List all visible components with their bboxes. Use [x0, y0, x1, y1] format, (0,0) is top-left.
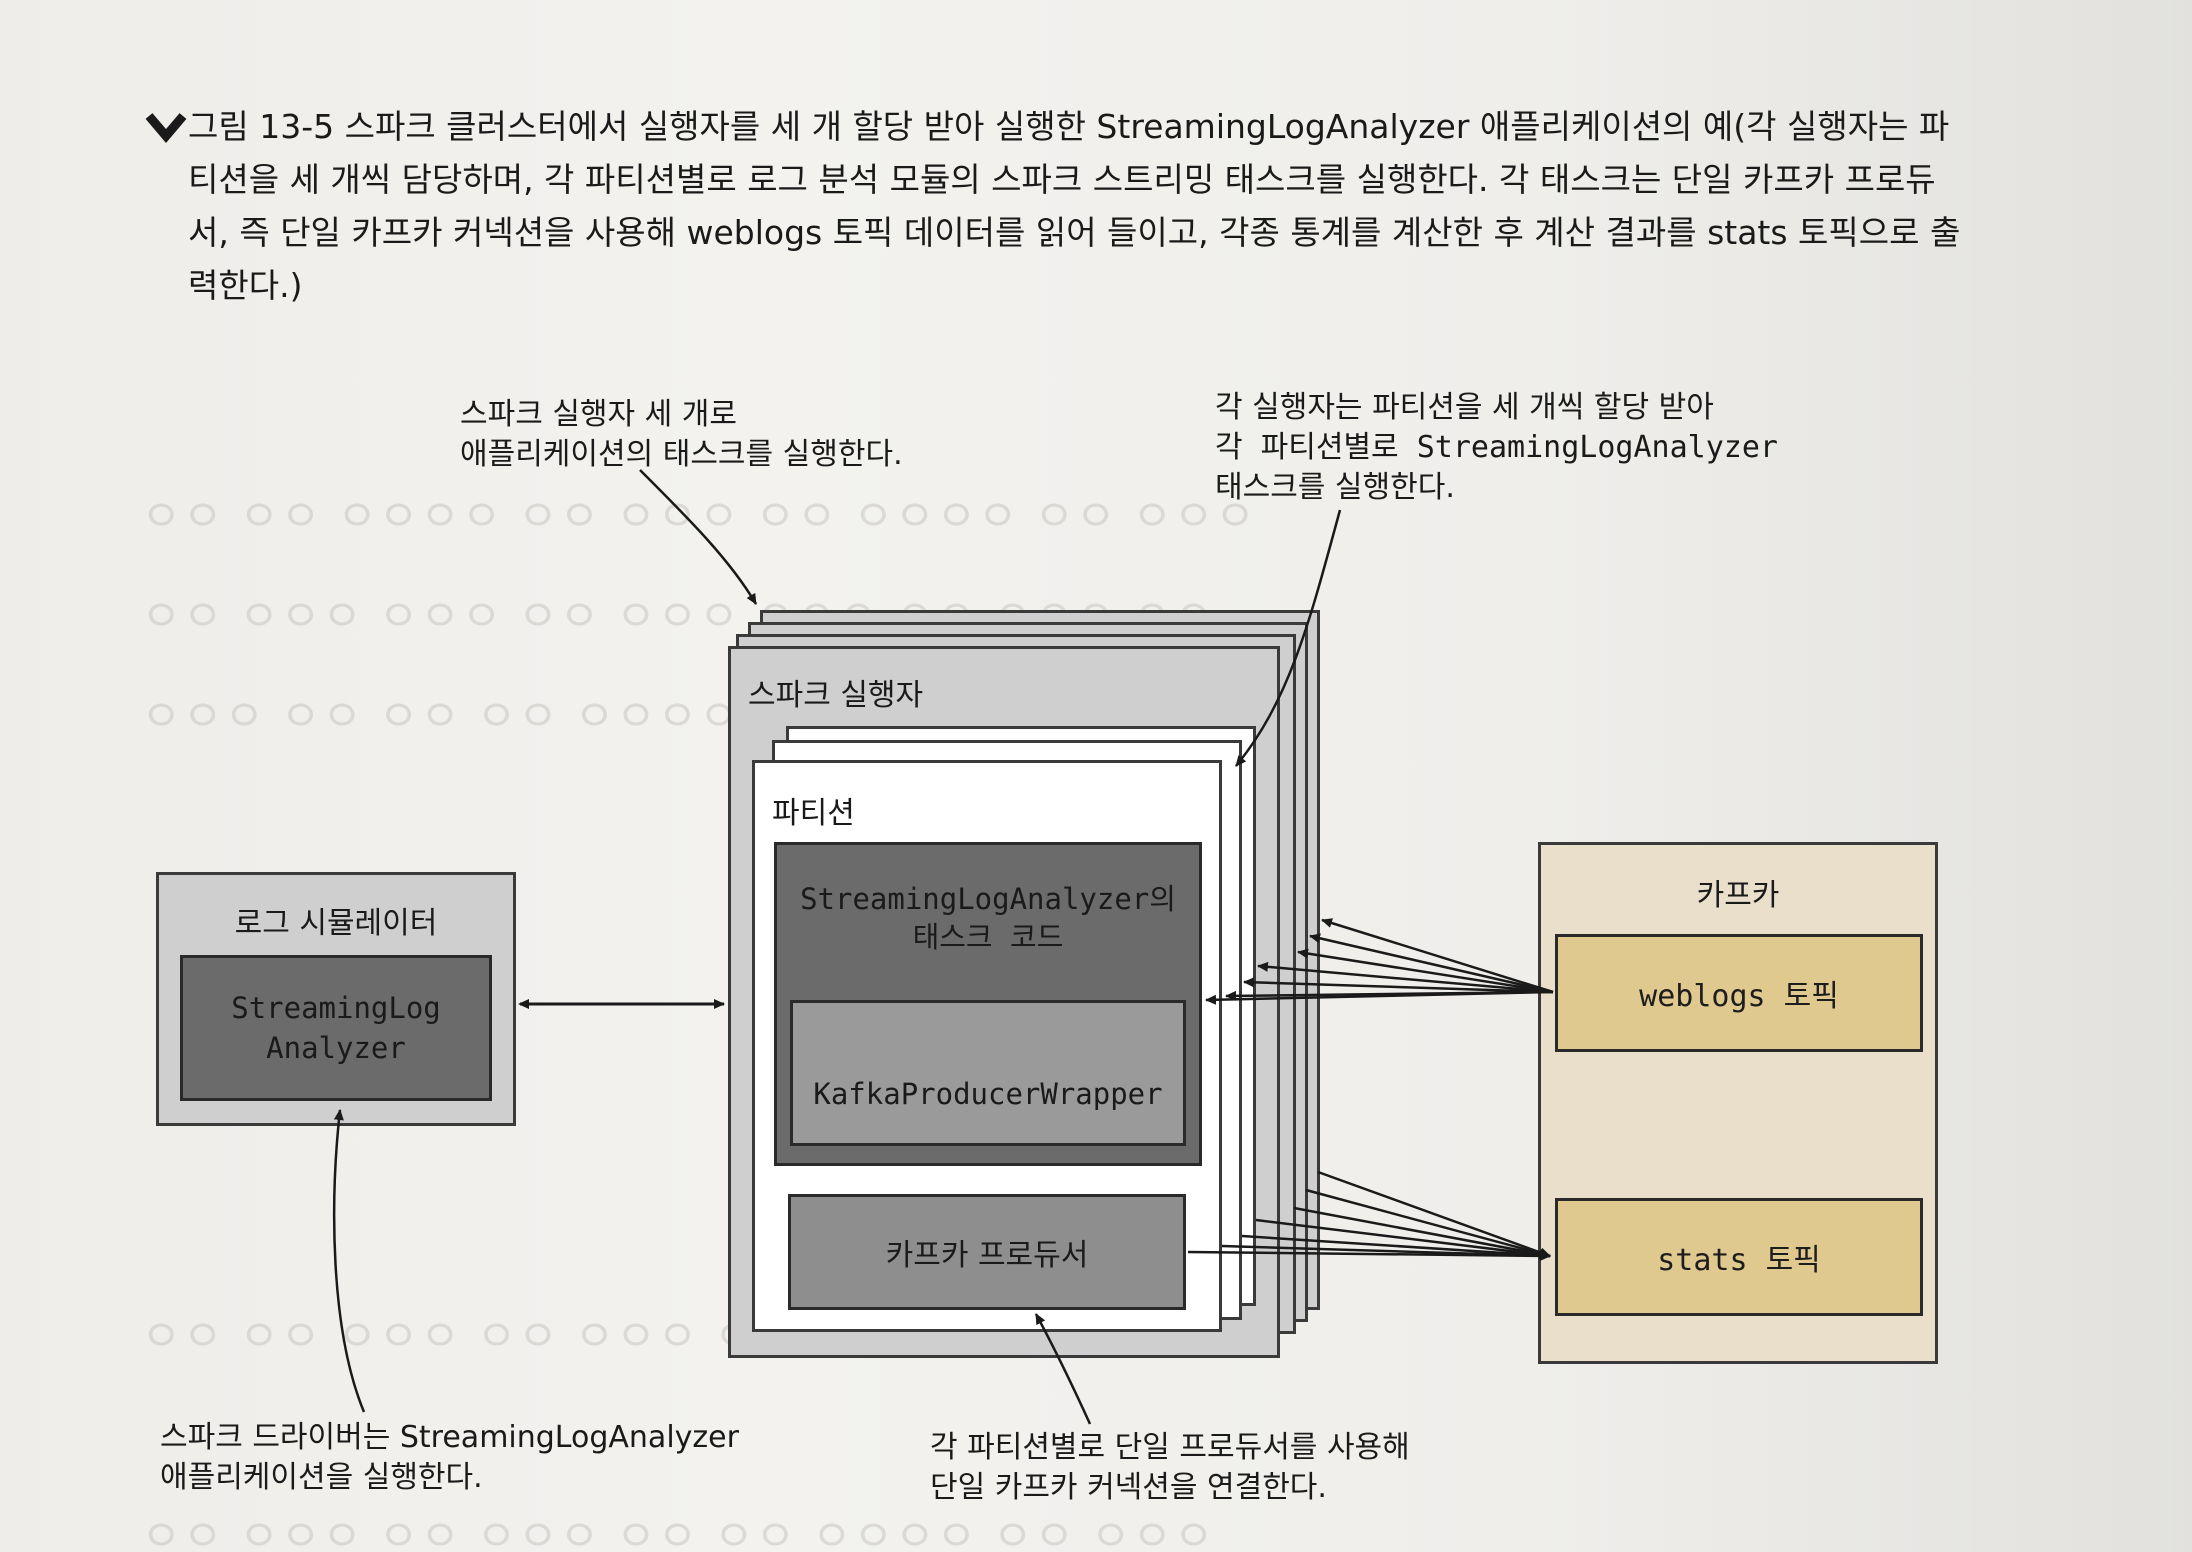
note-partitions: 각 실행자는 파티션을 세 개씩 할당 받아 각 파티션별로 Streaming… — [1215, 388, 1778, 508]
caption-line: 티션을 세 개씩 담당하며, 각 파티션별로 로그 분석 모듈의 스파크 스트리… — [188, 160, 1936, 199]
task-code-title: StreamingLogAnalyzer의 태스크 코드 — [774, 880, 1202, 956]
weblogs-to-partitions-arrows — [1205, 918, 1554, 1005]
stats-topic-box: stats 토픽 — [1555, 1198, 1923, 1316]
note-line: 단일 카프카 커넥션을 연결한다. — [930, 1470, 1327, 1505]
note-line: 스파크 실행자 세 개로 — [460, 397, 738, 432]
producer-callout-arrow — [1034, 1313, 1092, 1425]
partition-title: 파티션 — [772, 796, 855, 831]
caption-line: 그림 13-5 스파크 클러스터에서 실행자를 세 개 할당 받아 실행한 St… — [188, 107, 1950, 146]
note-line: 스파크 드라이버는 StreamingLogAnalyzer — [160, 1420, 739, 1455]
note-line: 애플리케이션을 실행한다. — [160, 1460, 483, 1495]
streaming-log-analyzer-box: StreamingLog Analyzer — [180, 955, 492, 1101]
kafka-title: 카프카 — [1696, 878, 1780, 913]
weblogs-topic-label: weblogs 토픽 — [1639, 979, 1839, 1014]
task-code-line: 태스크 코드 — [912, 920, 1064, 954]
analyzer-line: StreamingLog — [231, 991, 441, 1025]
caption-line: 서, 즉 단일 카프카 커넥션을 사용해 weblogs 토픽 데이터를 읽어 … — [188, 213, 1961, 252]
note-line: 각 파티션별로 StreamingLogAnalyzer — [1215, 430, 1778, 465]
task-code-line: StreamingLogAnalyzer의 — [800, 882, 1176, 916]
spark-executor-title: 스파크 실행자 — [748, 678, 924, 713]
stats-topic-label: stats 토픽 — [1657, 1243, 1821, 1278]
chevron-down-icon — [145, 113, 187, 143]
analyzer-line: Analyzer — [266, 1031, 406, 1065]
note-driver: 스파크 드라이버는 StreamingLogAnalyzer 애플리케이션을 실… — [160, 1418, 739, 1498]
partitions-to-stats-arrows — [1187, 1170, 1551, 1261]
note-line: 애플리케이션의 태스크를 실행한다. — [460, 437, 903, 472]
weblogs-topic-box: weblogs 토픽 — [1555, 934, 1923, 1052]
note-executors: 스파크 실행자 세 개로 애플리케이션의 태스크를 실행한다. — [460, 395, 903, 475]
kafka-producer-wrapper-box: KafkaProducerWrapper — [790, 1000, 1186, 1146]
note-line: 태스크를 실행한다. — [1215, 470, 1455, 505]
driver-callout-arrow — [332, 1109, 366, 1413]
note-producer: 각 파티션별로 단일 프로듀서를 사용해 단일 카프카 커넥션을 연결한다. — [930, 1428, 1410, 1508]
executors-callout-arrow — [639, 469, 758, 605]
partitions-callout-arrow — [1235, 509, 1342, 767]
caption-line: 력한다.) — [188, 266, 303, 305]
note-line: 각 실행자는 파티션을 세 개씩 할당 받아 — [1215, 390, 1714, 425]
kafka-producer-box: 카프카 프로듀서 — [788, 1194, 1186, 1310]
note-line: 각 파티션별로 단일 프로듀서를 사용해 — [930, 1430, 1410, 1465]
log-simulator-title: 로그 시뮬레이터 — [234, 906, 438, 941]
figure-caption: 그림 13-5 스파크 클러스터에서 실행자를 세 개 할당 받아 실행한 St… — [188, 100, 2008, 312]
wrapper-label: KafkaProducerWrapper — [813, 1077, 1163, 1111]
producer-label: 카프카 프로듀서 — [885, 1238, 1089, 1273]
